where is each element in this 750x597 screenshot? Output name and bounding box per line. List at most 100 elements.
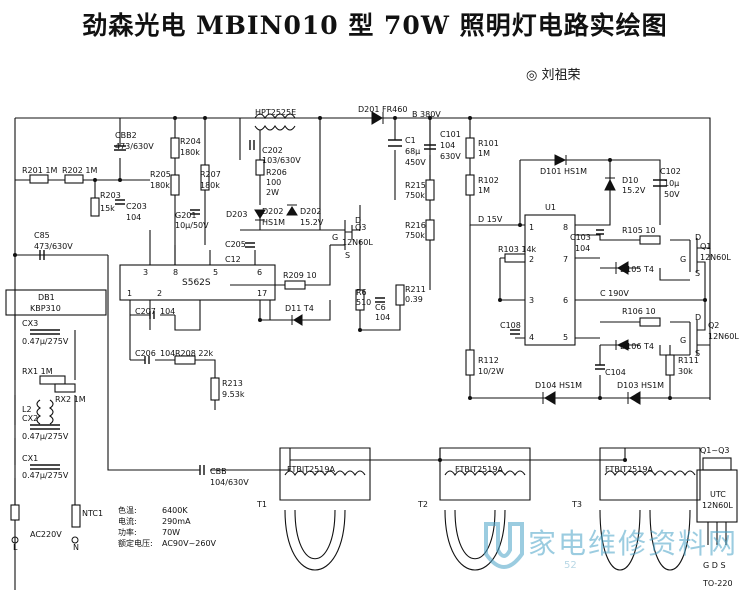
- u1-pin-4: 4: [529, 333, 534, 342]
- capacitor-c202: [249, 140, 255, 150]
- label-ft2: FTBIT2519A: [455, 465, 503, 474]
- label-t3: T3: [571, 500, 582, 509]
- u1-pin-2: 2: [529, 255, 534, 264]
- inductor-l2-b: [49, 399, 54, 425]
- label-q2: Q2: [708, 321, 719, 330]
- resistor-r103: [504, 253, 526, 263]
- spec-block: 色温:6400K 电流:290mA 功率:70W 额定电压:AC90V~260V: [118, 505, 216, 549]
- label-c202: C202: [262, 146, 283, 155]
- resistor-r201: [29, 174, 49, 184]
- pin-1: 1: [127, 289, 132, 298]
- resistor-r206: [255, 159, 265, 176]
- label-d203: D203: [226, 210, 247, 219]
- u1-pin-5: 5: [563, 333, 568, 342]
- q2-d: D: [695, 313, 701, 322]
- resistor-r209: [284, 280, 306, 290]
- label-r213: R213: [222, 379, 243, 388]
- label-r111-value: 30k: [678, 367, 693, 376]
- resistor-r101: [465, 137, 475, 159]
- label-r202: R202 1M: [62, 166, 97, 175]
- label-r203-value: 15k: [100, 204, 115, 213]
- capacitor-c203: [115, 199, 125, 205]
- label-cbb: CBB: [210, 467, 227, 476]
- resistor-r6: [355, 289, 365, 311]
- u1-pin-6: 6: [563, 296, 568, 305]
- watermark-url: 52: [564, 560, 577, 571]
- resistor-r102: [465, 174, 475, 196]
- wires: [5, 113, 738, 590]
- capacitor-cx3: [30, 329, 60, 335]
- ic-s562s-body: [119, 264, 276, 301]
- q1-d: D: [695, 233, 701, 242]
- pin-5: 5: [213, 268, 218, 277]
- junction-dots: [11, 116, 707, 544]
- label-r101-value: 1M: [478, 149, 490, 158]
- label-r206-value: 100: [266, 178, 281, 187]
- capacitor-c102: [653, 179, 667, 187]
- label-u1: U1: [545, 203, 556, 212]
- label-c6-value: 104: [375, 313, 390, 322]
- label-r216: R216: [405, 221, 426, 230]
- capacitor-cbb2: [114, 145, 126, 151]
- label-c102: C102: [660, 167, 681, 176]
- spec-row: 额定电压:AC90V~260V: [118, 539, 217, 548]
- label-d10-value: 15.2V: [622, 186, 646, 195]
- resistor-r216: [425, 219, 435, 241]
- label-cx1-value: 0.47μ/275V: [22, 471, 69, 480]
- label-r205-value: 180k: [150, 181, 170, 190]
- label-r205: R205: [150, 170, 171, 179]
- spec-row: 电流:290mA: [118, 517, 191, 526]
- label-r211: R211: [405, 285, 426, 294]
- label-g201: G201: [175, 211, 196, 220]
- q1-s: S: [695, 269, 700, 278]
- label-r216-value: 750k: [405, 231, 425, 240]
- capacitor-cx1: [30, 464, 60, 470]
- label-r112: R112: [478, 356, 499, 365]
- label-r208: R208 22k: [175, 349, 214, 358]
- label-c-190v: C 190V: [600, 289, 629, 298]
- resistor-r211: [395, 284, 405, 306]
- label-c103-value: 104: [575, 244, 590, 253]
- watermark: 家电维修资料网 52: [478, 516, 748, 580]
- inductor-t3: [604, 470, 696, 477]
- label-cx1: CX1: [22, 454, 38, 463]
- thermistor-ntc1: [71, 504, 81, 528]
- label-c101-volt: 630V: [440, 152, 461, 161]
- label-r204: R204: [180, 137, 201, 146]
- label-utc: UTC: [710, 490, 726, 499]
- u1-pin-3: 3: [529, 296, 534, 305]
- pin-6: 6: [257, 268, 262, 277]
- label-r103: R103 14k: [498, 245, 537, 254]
- label-c206-value: 104: [160, 349, 175, 358]
- label-c108: C108: [500, 321, 521, 330]
- label-c85: C85: [34, 231, 50, 240]
- label-c206: C206: [135, 349, 156, 358]
- watermark-logo-icon: [484, 522, 524, 569]
- q2-s: S: [695, 349, 700, 358]
- label-gds: G D S: [703, 561, 726, 570]
- label-r211-value: 0.39: [405, 295, 423, 304]
- capacitor-c6: [375, 297, 385, 303]
- q3-s: S: [345, 251, 350, 260]
- capacitor-c205: [245, 242, 255, 248]
- label-ntc1: NTC1: [82, 509, 103, 518]
- label-ft1: FTBIT2519A: [287, 465, 335, 474]
- capacitors: [30, 139, 667, 475]
- u1-pin-8: 8: [563, 223, 568, 232]
- label-r207-value: 180k: [200, 181, 220, 190]
- author-credit: ◎ 刘祖荣: [526, 68, 581, 83]
- label-d105: D105 T4: [620, 265, 654, 274]
- resistor-r215: [425, 179, 435, 201]
- label-r111: R111: [678, 356, 699, 365]
- label-d202: D202: [262, 207, 283, 216]
- diode-d10: [604, 177, 616, 191]
- q2-g: G: [680, 336, 686, 345]
- label-q1-q3: Q1~Q3: [700, 446, 729, 455]
- label-c205: C205: [225, 240, 246, 249]
- u1-pin-7: 7: [563, 255, 568, 264]
- diagram-title: 劲森光电 MBIN010 型 70W 照明灯电路实绘图: [82, 11, 668, 40]
- label-r215: R215: [405, 181, 426, 190]
- label-c207: C207: [135, 307, 156, 316]
- resistor-r213: [210, 377, 220, 401]
- label-c203: C203: [126, 202, 147, 211]
